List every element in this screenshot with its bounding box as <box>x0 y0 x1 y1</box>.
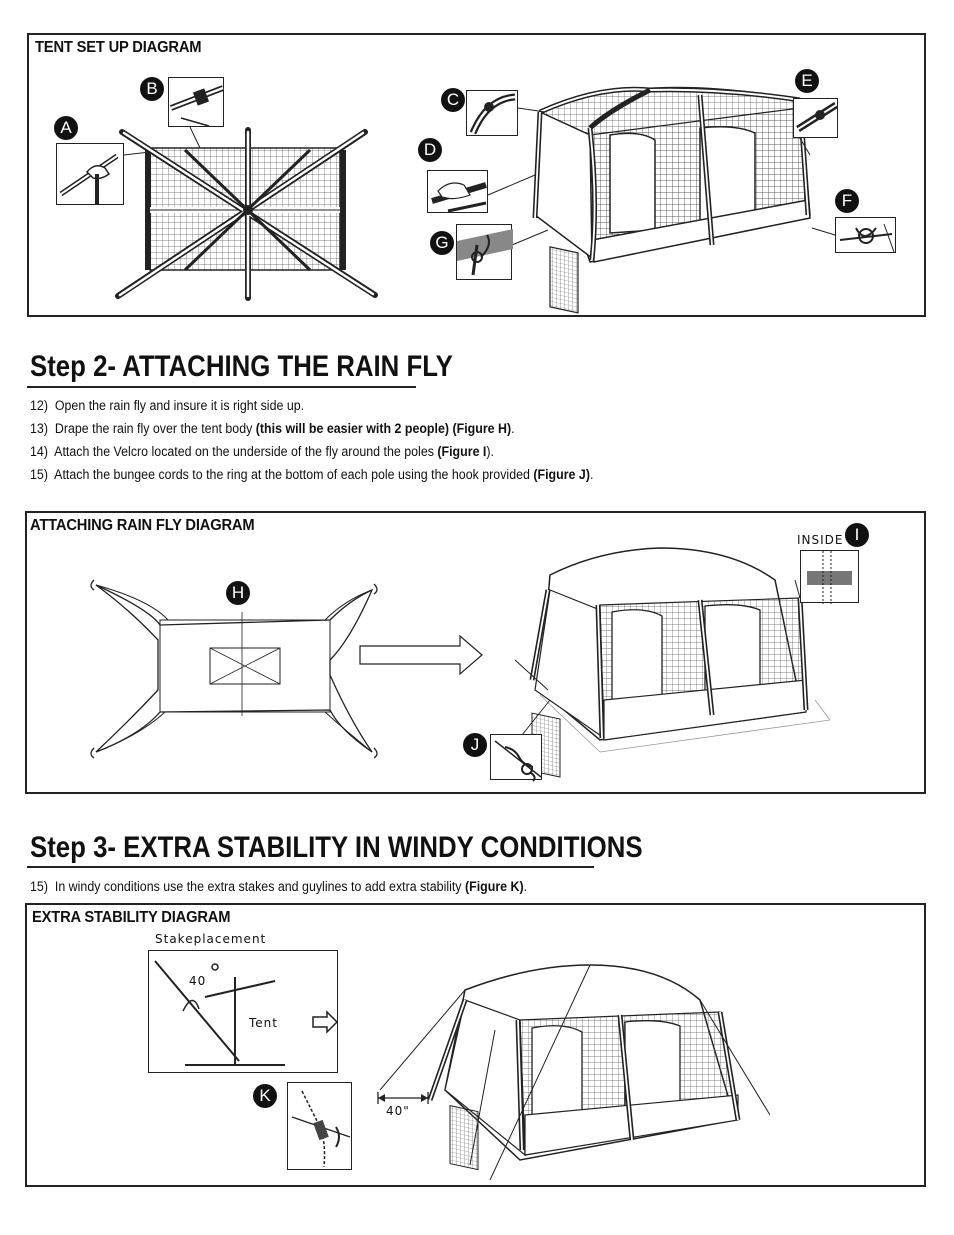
inset-e-pole-tip <box>793 98 838 138</box>
inset-d-hand-clip <box>427 170 488 213</box>
inset-g-stake-ring <box>456 224 513 280</box>
step2-underline <box>27 386 416 388</box>
step3-underline <box>27 866 594 868</box>
stake-placement-label: Stakeplacement <box>155 932 267 946</box>
step3-instruction: 15) In windy conditions use the extra st… <box>30 879 528 894</box>
inset-k-guyline-stake <box>287 1082 352 1170</box>
inset-c-pole-joint <box>466 90 518 136</box>
badge-i: I <box>845 523 869 547</box>
badge-k: K <box>253 1084 277 1108</box>
inset-f-hook-ring <box>835 217 896 253</box>
stability-diagram-title: EXTRA STABILITY DIAGRAM <box>32 909 231 926</box>
tent-label: Tent <box>249 1016 278 1030</box>
angle-label: 40 <box>189 974 207 988</box>
rainfly-diagram-title: ATTACHING RAIN FLY DIAGRAM <box>30 517 255 534</box>
badge-d: D <box>418 138 442 162</box>
distance-label: 40" <box>386 1104 410 1118</box>
step2-instruction: 15) Attach the bungee cords to the ring … <box>30 467 594 482</box>
step3-title: Step 3- EXTRA STABILITY IN WINDY CONDITI… <box>30 831 643 864</box>
badge-j: J <box>463 733 487 757</box>
step2-instruction: 12) Open the rain fly and insure it is r… <box>30 398 305 413</box>
stake-placement-figure: 40 Tent <box>148 950 339 1073</box>
badge-f: F <box>835 189 859 213</box>
assembled-tent-illustration <box>487 86 836 314</box>
badge-h: H <box>226 581 250 605</box>
rainfly-flat-illustration <box>90 547 831 778</box>
step2-title: Step 2- ATTACHING THE RAIN FLY <box>30 350 453 383</box>
tent-with-guylines-illustration <box>377 964 771 1181</box>
setup-diagram-title: TENT SET UP DIAGRAM <box>35 39 202 56</box>
tent-top-view-illustration <box>115 126 378 301</box>
badge-a: A <box>54 116 78 140</box>
inside-label: INSIDE <box>797 533 844 547</box>
badge-c: C <box>441 88 465 112</box>
inset-j-bungee-hook <box>490 734 542 782</box>
inset-a-corner-clip <box>56 143 124 205</box>
badge-g: G <box>430 231 454 255</box>
step2-instruction: 14) Attach the Velcro located on the und… <box>30 444 494 459</box>
step2-instruction: 13) Drape the rain fly over the tent bod… <box>30 421 515 436</box>
badge-b: B <box>140 77 164 101</box>
badge-e: E <box>795 69 819 93</box>
inset-i-velcro <box>800 550 859 604</box>
inset-b-pole-sleeve <box>168 77 225 127</box>
